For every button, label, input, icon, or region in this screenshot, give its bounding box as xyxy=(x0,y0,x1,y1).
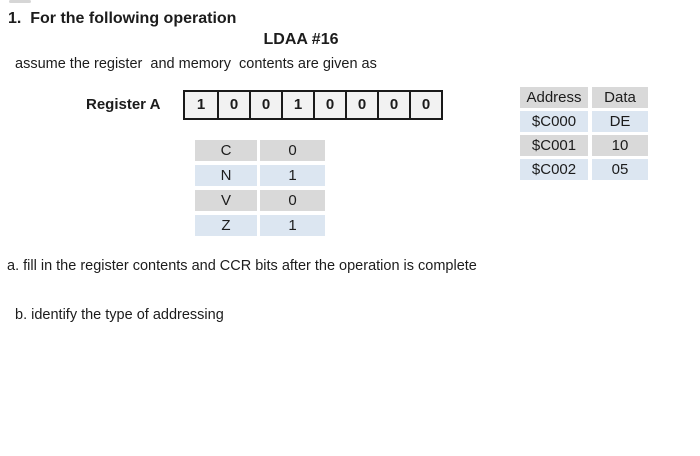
memory-header-address: Address xyxy=(520,87,588,108)
assumption-text: assume the register and memory contents … xyxy=(15,56,377,72)
register-bit-cell: 0 xyxy=(409,92,441,118)
ccr-flag-label: N xyxy=(195,165,257,186)
ccr-flag-value: 1 xyxy=(260,215,325,236)
register-bit-cell: 0 xyxy=(377,92,409,118)
ccr-flag-label: C xyxy=(195,140,257,161)
register-a-bit-row: 1 0 0 1 0 0 0 0 xyxy=(183,90,443,120)
operation-instruction: LDAA #16 xyxy=(263,31,339,48)
problem-heading: 1. For the following operation xyxy=(8,10,237,27)
register-bit-cell: 1 xyxy=(281,92,313,118)
memory-address-cell: $C001 xyxy=(520,135,588,156)
ccr-flags-table: C 0 N 1 V 0 Z 1 xyxy=(195,140,325,236)
memory-data-cell: DE xyxy=(592,111,648,132)
memory-header-data: Data xyxy=(592,87,648,108)
register-a-label: Register A xyxy=(86,96,161,113)
ccr-flag-value: 0 xyxy=(260,190,325,211)
question-a-text: a. fill in the register contents and CCR… xyxy=(7,258,477,274)
memory-table: Address Data $C000 DE $C001 10 $C002 05 xyxy=(520,87,648,180)
register-bit-cell: 0 xyxy=(313,92,345,118)
register-bit-cell: 0 xyxy=(217,92,249,118)
memory-address-cell: $C002 xyxy=(520,159,588,180)
ccr-flag-value: 0 xyxy=(260,140,325,161)
memory-data-cell: 05 xyxy=(592,159,648,180)
register-bit-cell: 0 xyxy=(345,92,377,118)
memory-data-cell: 10 xyxy=(592,135,648,156)
ccr-flag-value: 1 xyxy=(260,165,325,186)
register-bit-cell: 1 xyxy=(185,92,217,118)
memory-address-cell: $C000 xyxy=(520,111,588,132)
question-b-text: b. identify the type of addressing xyxy=(15,307,224,323)
cropped-text-artifact xyxy=(9,0,31,3)
ccr-flag-label: V xyxy=(195,190,257,211)
ccr-flag-label: Z xyxy=(195,215,257,236)
register-bit-cell: 0 xyxy=(249,92,281,118)
